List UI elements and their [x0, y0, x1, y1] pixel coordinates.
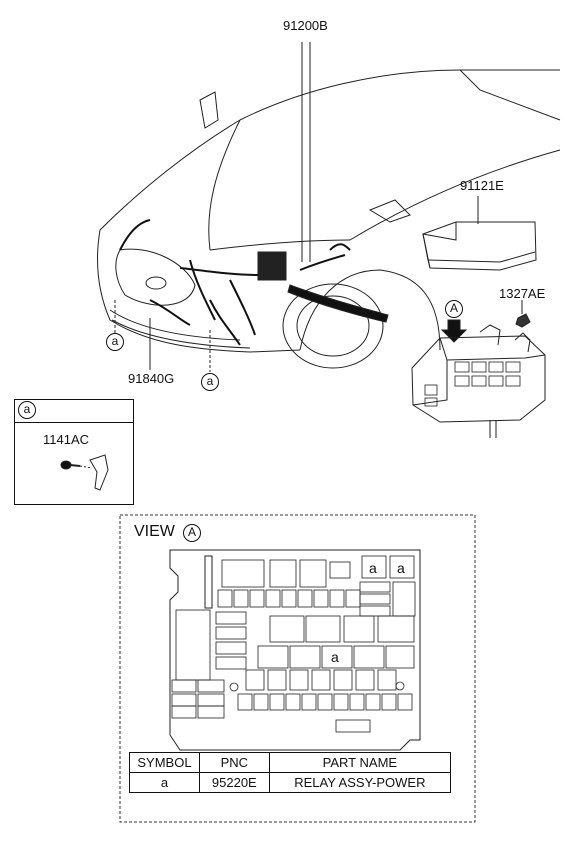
view-title: VIEW	[134, 523, 175, 541]
legend-box	[14, 399, 134, 505]
cell-symbol: a	[129, 772, 200, 793]
cell-part-name: RELAY ASSY-POWER	[268, 772, 452, 793]
parts-table: SYMBOL PNC PART NAME a 95220E RELAY ASSY…	[129, 752, 452, 793]
slot-marker-a-3: a	[331, 649, 339, 665]
header-part-name: PART NAME	[268, 752, 452, 773]
legend-header-marker: a	[18, 401, 36, 419]
callout-1327ae: 1327AE	[499, 286, 546, 301]
legend-header	[15, 400, 133, 423]
cell-pnc: 95220E	[198, 772, 270, 793]
callout-91200b: 91200B	[283, 18, 328, 33]
table-header-row: SYMBOL PNC PART NAME	[129, 752, 452, 773]
header-pnc: PNC	[198, 752, 270, 773]
clip-marker-a-left: a	[106, 333, 124, 351]
clip-marker-a-bottom: a	[201, 373, 219, 391]
callout-91121e: 91121E	[460, 178, 504, 193]
view-title-marker: A	[183, 524, 201, 542]
slot-marker-a-1: a	[369, 560, 377, 576]
callout-1141ac: 1141AC	[43, 432, 90, 447]
header-symbol: SYMBOL	[129, 752, 200, 773]
view-marker-a: A	[445, 300, 463, 318]
view-title-text: VIEW	[134, 523, 175, 540]
slot-marker-a-2: a	[397, 560, 405, 576]
callout-91840g: 91840G	[128, 371, 175, 386]
table-row: a 95220E RELAY ASSY-POWER	[129, 772, 452, 793]
